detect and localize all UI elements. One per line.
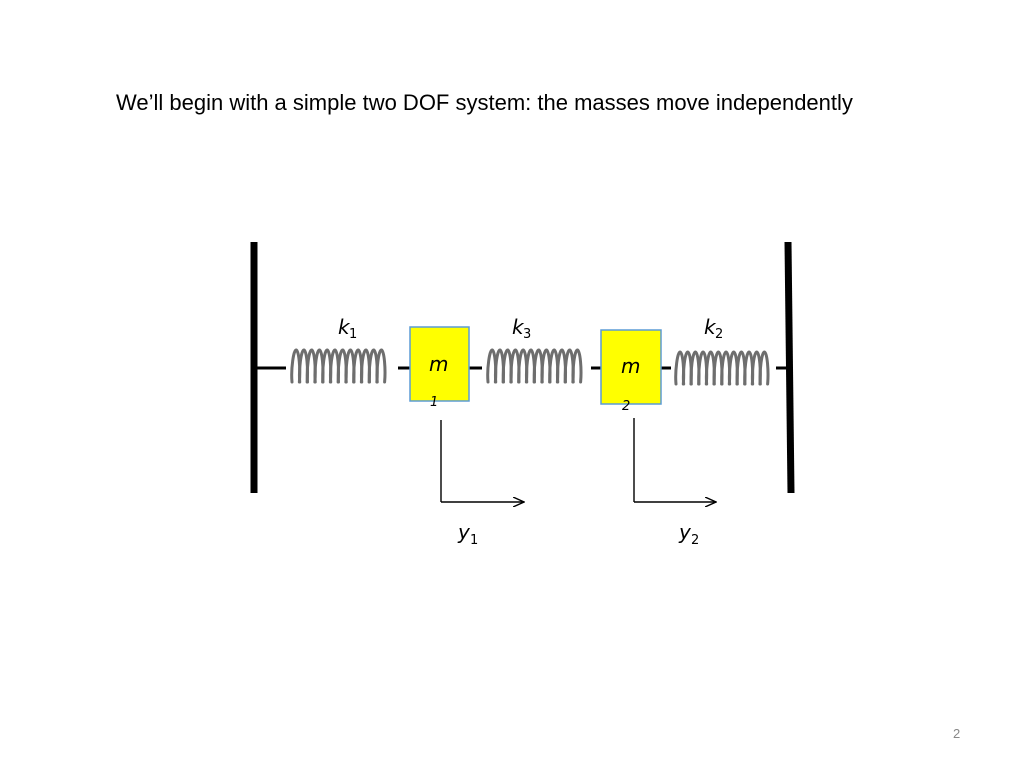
displacement-y1-subscript: 1 <box>470 533 478 548</box>
displacement-y1-symbol: y <box>457 520 471 544</box>
spring-k3 <box>486 348 583 384</box>
displacement-axis-y2 <box>633 418 716 502</box>
spring-k1-subscript: 1 <box>349 327 357 342</box>
page-number: 2 <box>953 726 961 741</box>
spring-k2 <box>674 350 770 386</box>
mass-m2 <box>600 329 662 405</box>
spring-k1-symbol: k <box>338 315 351 339</box>
mass-m1-symbol: m <box>429 352 448 376</box>
mass-m1-subscript: 1 <box>430 395 438 410</box>
spring-coil <box>375 348 387 384</box>
spring-k1 <box>290 348 387 384</box>
mass-m1 <box>409 326 470 402</box>
right-wall <box>784 241 795 494</box>
spring-k3-subscript: 3 <box>523 327 531 342</box>
mass-m2-symbol: m <box>621 354 640 378</box>
spring-k3-symbol: k <box>512 315 525 339</box>
spring-coil <box>758 350 770 386</box>
slide-title: We’ll begin with a simple two DOF system… <box>116 90 853 115</box>
displacement-y2-subscript: 2 <box>691 533 699 548</box>
mass-m2-subscript: 2 <box>622 399 630 414</box>
displacement-y2-symbol: y <box>678 520 692 544</box>
spring-k2-symbol: k <box>704 315 717 339</box>
displacement-axis-y1 <box>440 420 524 502</box>
spring-k2-subscript: 2 <box>715 327 723 342</box>
spring-coil <box>571 348 583 384</box>
